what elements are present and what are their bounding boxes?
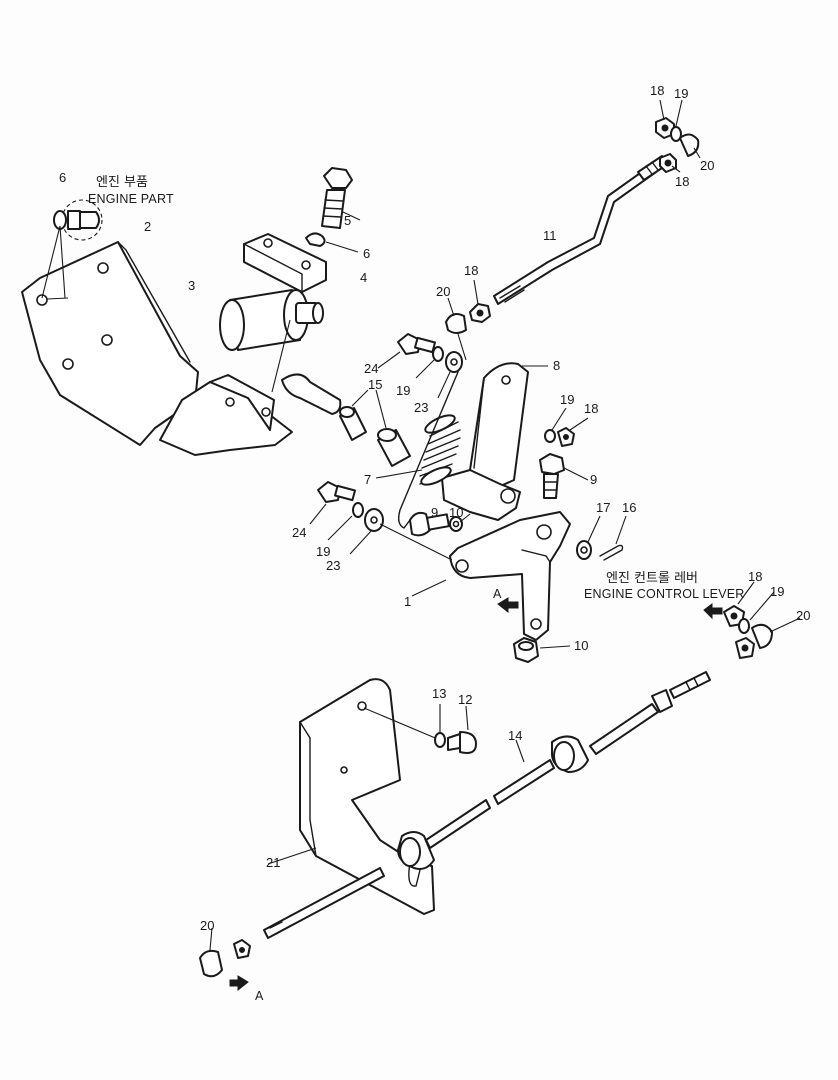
callout-24-lower: 24 xyxy=(292,525,306,540)
rod-end-fittings-right xyxy=(703,581,801,659)
callout-19-upper: 19 xyxy=(396,383,410,398)
part-8-upper-lever xyxy=(441,362,548,521)
part-4-clamp-cap xyxy=(243,233,327,294)
callout-20-bottom: 20 xyxy=(200,918,214,933)
callout-2: 2 xyxy=(144,219,151,234)
callout-5: 5 xyxy=(344,213,351,228)
callout-12: 12 xyxy=(458,692,472,707)
callout-18-top: 18 xyxy=(650,83,664,98)
callout-10-center: 10 xyxy=(449,505,463,520)
callout-16: 16 xyxy=(622,500,636,515)
callout-1: 1 xyxy=(404,594,411,609)
callout-17: 17 xyxy=(596,500,610,515)
part-3-pivot-cylinder xyxy=(219,289,324,351)
view-label-a-lower: A xyxy=(255,989,264,1003)
lower-clamp-mount xyxy=(159,319,342,456)
callout-20-top: 20 xyxy=(700,158,714,173)
callout-6-engine-bolt: 6 xyxy=(59,170,66,185)
hardware-stack-upper xyxy=(377,333,463,399)
part-11-throttle-rod xyxy=(493,155,669,305)
callout-19-right-lever: 19 xyxy=(770,584,784,599)
callout-18-right-lever: 18 xyxy=(748,569,762,584)
part-6-bolt-engine xyxy=(41,199,103,299)
ball-joint-20-bottom xyxy=(199,927,251,992)
bolt-9-nut-10-center xyxy=(409,511,471,537)
callout-23-lower: 23 xyxy=(326,558,340,573)
engine-part-en-label: ENGINE PART xyxy=(88,192,174,206)
part-10-nut-lower xyxy=(513,637,571,663)
callout-14: 14 xyxy=(508,728,522,743)
callout-4: 4 xyxy=(360,270,367,285)
callout-3: 3 xyxy=(188,278,195,293)
callout-18-top-lower: 18 xyxy=(675,174,689,189)
callout-8: 8 xyxy=(553,358,560,373)
part-15-bushings xyxy=(339,389,411,467)
part-6-washer-upper xyxy=(305,232,359,253)
hardware-stack-lower xyxy=(309,481,453,561)
part-9-bolt-right xyxy=(539,453,589,499)
callout-9-center: 9 xyxy=(431,505,438,520)
view-arrow-a-upper xyxy=(497,597,519,614)
part-5-bolt xyxy=(321,167,361,229)
callout-24-upper: 24 xyxy=(364,361,378,376)
caption-engine-part: 엔진 부품 ENGINE PART xyxy=(88,175,174,206)
callout-20-right-lever: 20 xyxy=(796,608,810,623)
part-21-cable-bracket xyxy=(267,678,435,915)
callout-23-upper: 23 xyxy=(414,400,428,415)
control-lever-en-label: ENGINE CONTROL LEVER xyxy=(584,587,745,601)
clip-17-pin-16 xyxy=(576,515,627,561)
control-lever-kr-label: 엔진 컨트롤 레버 xyxy=(606,571,698,586)
rod-ball-joint-lower xyxy=(445,279,491,361)
callout-7: 7 xyxy=(364,472,371,487)
hardware-right-19-18 xyxy=(544,407,589,447)
callout-10-lower: 10 xyxy=(574,638,588,653)
callout-19-right: 19 xyxy=(560,392,574,407)
callout-21: 21 xyxy=(266,855,280,870)
callout-20-rod: 20 xyxy=(436,284,450,299)
part-7-spring xyxy=(375,371,461,529)
callout-6-washer: 6 xyxy=(363,246,370,261)
callout-13: 13 xyxy=(432,686,446,701)
part-1-lower-lever xyxy=(411,511,571,641)
callout-15: 15 xyxy=(368,377,382,392)
view-label-a-upper: A xyxy=(493,587,502,601)
washer-13-screw-12 xyxy=(363,704,477,754)
callout-9-right: 9 xyxy=(590,472,597,487)
part-2-bracket-plate xyxy=(21,241,199,446)
callout-11: 11 xyxy=(543,228,557,243)
callout-18-rod: 18 xyxy=(464,263,478,278)
callout-19-lower: 19 xyxy=(316,544,330,559)
engine-part-kr-label: 엔진 부품 xyxy=(96,175,148,190)
rod-end-fittings-top xyxy=(655,99,701,173)
part-14-control-cable xyxy=(263,671,711,939)
callout-numbers: 6 2 5 6 4 3 18 19 20 18 11 18 20 8 24 19… xyxy=(59,83,810,933)
callout-19-top: 19 xyxy=(674,86,688,101)
callout-18-right: 18 xyxy=(584,401,598,416)
caption-engine-control-lever: 엔진 컨트롤 레버 ENGINE CONTROL LEVER xyxy=(584,571,745,601)
